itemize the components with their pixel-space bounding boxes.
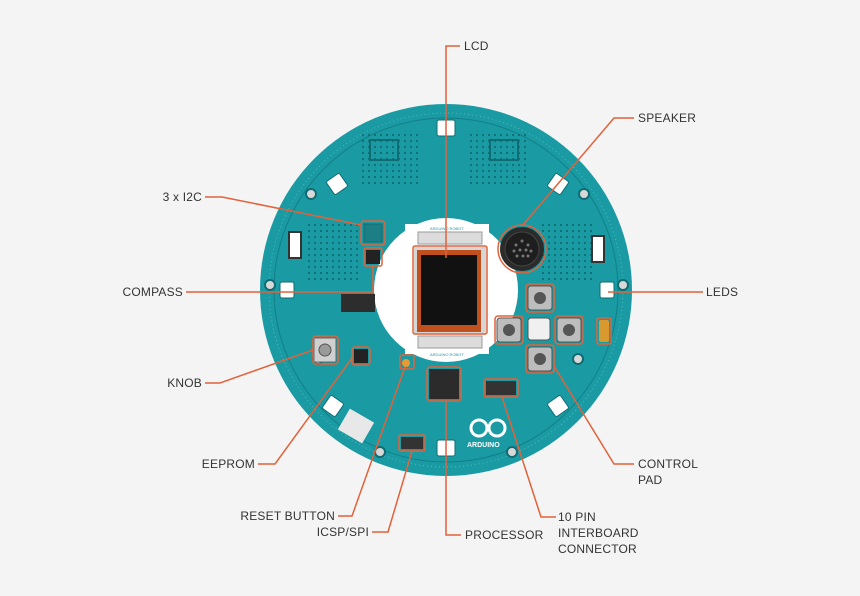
label-interboard-line2: INTERBOARD xyxy=(558,526,639,540)
leds-part xyxy=(599,320,609,342)
speaker xyxy=(500,227,544,271)
reset-button-part xyxy=(402,359,410,367)
label-icsp-spi: ICSP/SPI xyxy=(316,525,369,539)
processor-chip xyxy=(429,369,459,399)
control-pad-buttons xyxy=(496,285,582,372)
side-text-right: ARDUINO ROBOT xyxy=(495,262,500,296)
circuit-board: ARDUINO ARDUINO ROBOT ARDUINO ROBOT ROBO… xyxy=(260,104,632,476)
knob xyxy=(313,337,337,363)
compass-chip xyxy=(366,250,380,264)
label-eeprom: EEPROM xyxy=(201,457,255,471)
proto-grid xyxy=(540,222,592,284)
lcd-screen xyxy=(421,255,477,325)
label-reset-button: RESET BUTTON xyxy=(240,509,335,523)
label-compass: COMPASS xyxy=(122,285,183,299)
proto-grid xyxy=(304,222,358,284)
label-lcd: LCD xyxy=(464,39,489,53)
leader-lines xyxy=(186,45,703,536)
reset-leader xyxy=(338,366,406,517)
lcd-leader xyxy=(445,45,460,258)
eeprom-leader xyxy=(258,357,353,465)
label-control-pad-line2: PAD xyxy=(638,473,663,487)
label-interboard-line1: 10 PIN xyxy=(558,510,596,524)
label-interboard-line3: CONNECTOR xyxy=(558,542,637,556)
ic-chip xyxy=(341,294,375,312)
battery-label xyxy=(337,408,375,444)
speaker-leader xyxy=(521,117,634,227)
lcd-header-bottom-text: ARDUINO ROBOT xyxy=(430,352,464,357)
i2c-leader xyxy=(205,196,362,226)
label-control-pad-line1: CONTROL xyxy=(638,457,699,471)
interboard-leader xyxy=(501,396,556,518)
side-text-left: ROBOT CONTROL BOARD xyxy=(387,255,392,305)
eeprom-chip xyxy=(354,349,368,363)
label-i2c: 3 x I2C xyxy=(162,190,202,204)
knob-leader xyxy=(205,349,314,384)
label-knob: KNOB xyxy=(167,376,202,390)
label-control-pad: CONTROL PAD xyxy=(638,456,728,488)
lcd-mount xyxy=(374,218,518,362)
icsp-header xyxy=(401,437,423,449)
icsp-leader xyxy=(372,450,413,533)
label-interboard: 10 PIN INTERBOARD CONNECTOR xyxy=(558,509,668,557)
label-processor: PROCESSOR xyxy=(465,528,544,542)
label-speaker: SPEAKER xyxy=(638,111,697,125)
interboard-header xyxy=(486,381,516,395)
label-leds: LEDS xyxy=(706,285,739,299)
control-pad-leader xyxy=(553,365,634,465)
lcd-header-top-text: ARDUINO ROBOT xyxy=(430,226,464,231)
arduino-logo: ARDUINO xyxy=(467,418,507,449)
brand-text: ARDUINO xyxy=(467,442,500,449)
compass-leader xyxy=(186,266,374,293)
processor-leader xyxy=(445,401,461,536)
